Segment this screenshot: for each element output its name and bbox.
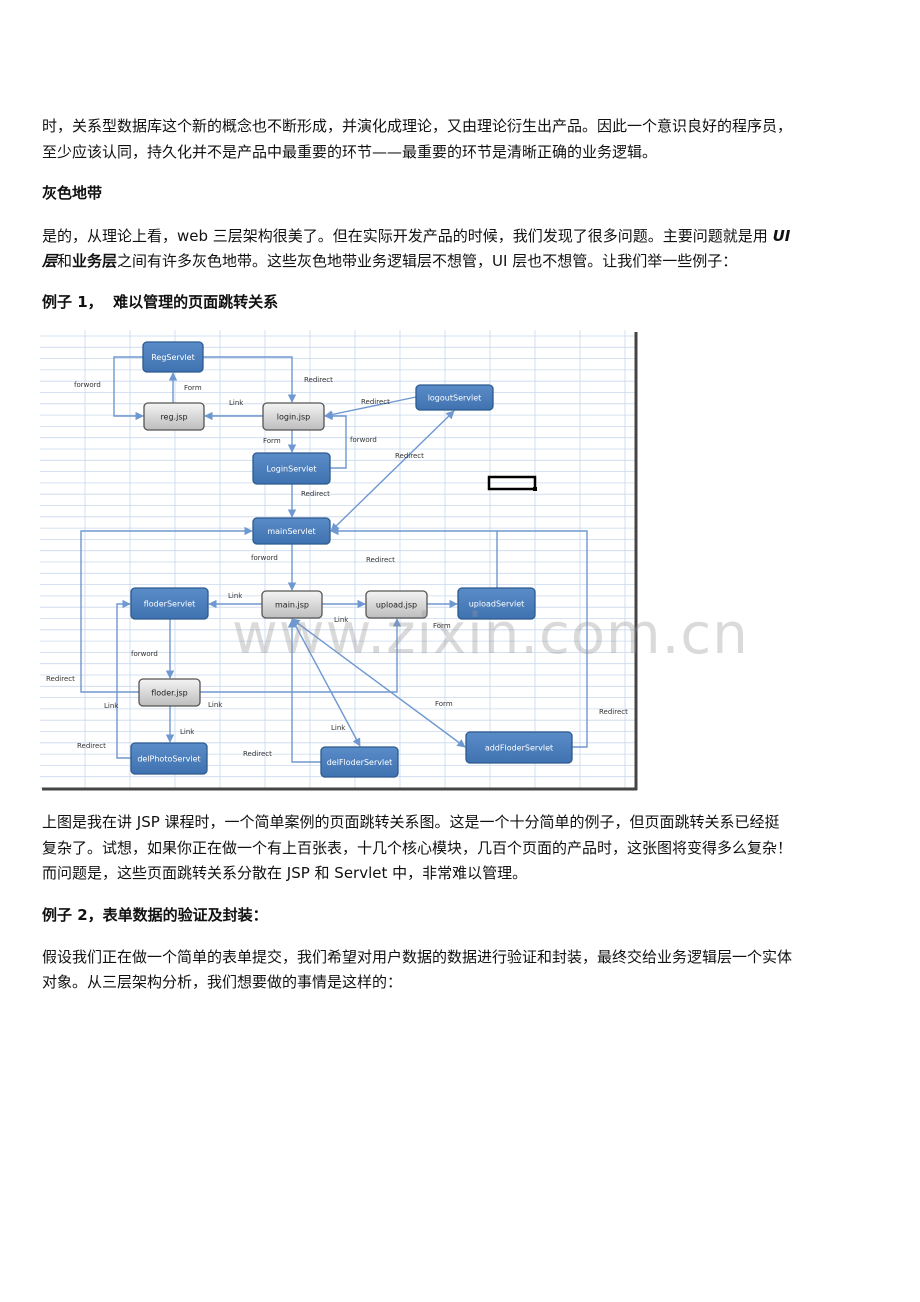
edge [291, 618, 466, 748]
heading-gray-zone: 灰色地带 [42, 184, 103, 202]
node-box [415, 384, 494, 411]
node-box [130, 742, 208, 775]
node-del-photo-servlet: delPhotoServlet [130, 742, 208, 775]
node-label: login.jsp [277, 413, 311, 422]
node-logout-servlet: logoutServlet [415, 384, 494, 411]
edge-labels: forword Form Link Redirect Redirect Form… [46, 376, 628, 758]
node-label: LoginServlet [267, 465, 317, 474]
edge-label: forword [131, 650, 158, 658]
text: 之间有许多灰色地带。这些灰色地带业务逻辑层不想管，UI 层也不想管。让我们举一些… [117, 252, 738, 270]
edge-label: forword [350, 436, 377, 444]
node-reg-jsp: reg.jsp [143, 402, 205, 431]
node-label: delPhotoServlet [137, 755, 200, 764]
edge-label: Link [331, 724, 346, 732]
node-upload-jsp: upload.jsp [365, 590, 428, 619]
edge-label: Redirect [304, 376, 333, 384]
edge [80, 526, 253, 693]
edge-label: Redirect [361, 398, 390, 406]
paragraph-1-line-2: 至少应该认同，持久化并不是产品中最重要的环节——最重要的环节是清晰正确的业务逻辑… [42, 143, 658, 161]
paragraph-1-line-1: 时，关系型数据库这个新的概念也不断形成，并演化成理论，又由理论衍生出产品。因此一… [42, 117, 793, 135]
node-label: floder.jsp [151, 689, 188, 698]
node-box [252, 452, 331, 485]
node-label: upload.jsp [376, 601, 417, 610]
edge-label: Redirect [366, 556, 395, 564]
edge-label: Redirect [301, 490, 330, 498]
node-add-floder-servlet: addFloderServlet [465, 731, 573, 764]
node-box [465, 731, 573, 764]
text: 和 [57, 252, 73, 270]
node-label: mainServlet [267, 527, 315, 536]
node-floder-servlet: floderServlet [130, 587, 209, 620]
edge-label: Redirect [77, 742, 106, 750]
cell-fill-handle [533, 487, 537, 491]
edge-label: Link [180, 728, 195, 736]
node-box [262, 402, 325, 431]
edge [330, 410, 455, 532]
node-label: reg.jsp [160, 413, 187, 422]
edge-label: Redirect [599, 708, 628, 716]
node-label: uploadServlet [469, 600, 525, 609]
paragraph-3-line-2: 复杂了。试想，如果你正在做一个有上百张表，十几个核心模块，几百个页面的产品时，这… [42, 839, 793, 857]
node-floder-jsp: floder.jsp [138, 678, 201, 707]
edge [113, 356, 144, 421]
node-reg-servlet: RegServlet [142, 341, 204, 373]
text-ui-bold: UI [772, 227, 791, 245]
node-box [252, 517, 331, 545]
watermark: www.zixin.com.cn [232, 602, 749, 667]
node-box [142, 341, 204, 373]
node-label: RegServlet [151, 353, 195, 362]
node-box [130, 587, 209, 620]
node-label: floderServlet [144, 600, 196, 609]
node-login-jsp: login.jsp [262, 402, 325, 431]
edge-label: Link [228, 592, 243, 600]
edges [80, 356, 588, 763]
paragraph-3-line-1: 上图是我在讲 JSP 课程时，一个简单案例的页面跳转关系图。这是一个十分简单的例… [42, 813, 780, 831]
edge [497, 530, 588, 748]
edge [116, 599, 131, 759]
page-flow-diagram: forword Form Link Redirect Redirect Form… [40, 330, 638, 791]
node-upload-servlet: uploadServlet [457, 587, 536, 620]
paragraph-3-line-3: 而问题是，这些页面跳转关系分散在 JSP 和 Servlet 中，非常难以管理。 [42, 864, 528, 882]
edge-label: Redirect [395, 452, 424, 460]
node-box [138, 678, 201, 707]
node-label: logoutServlet [428, 394, 482, 403]
text: 是的，从理论上看，web 三层架构很美了。但在实际开发产品的时候，我们发现了很多… [42, 227, 773, 245]
node-box [261, 590, 323, 619]
node-login-servlet: LoginServlet [252, 452, 331, 485]
diagram-background [40, 330, 636, 788]
edge-label: Link [104, 702, 119, 710]
node-box [320, 746, 399, 778]
heading-example-1: 例子 1， 难以管理的页面跳转关系 [42, 293, 279, 311]
paragraph-4-line-2: 对象。从三层架构分析，我们想要做的事情是这样的： [42, 973, 403, 991]
edge-label: Form [435, 700, 453, 708]
nodes: RegServlet reg.jsp login.jsp logoutServletL… [130, 341, 573, 778]
edge-label: forword [74, 381, 101, 389]
edge-label: Redirect [243, 750, 272, 758]
node-main-servlet: mainServlet [252, 517, 331, 545]
node-label: delFloderServlet [327, 758, 393, 767]
node-box [457, 587, 536, 620]
paragraph-4-line-1: 假设我们正在做一个简单的表单提交，我们希望对用户数据的数据进行验证和封装，最终交… [42, 948, 793, 966]
node-box [143, 402, 205, 431]
paragraph-2-line-2: 层和业务层之间有许多灰色地带。这些灰色地带业务逻辑层不想管，UI 层也不想管。让… [42, 251, 737, 271]
edge-label: Form [184, 384, 202, 392]
edge-label: Redirect [46, 675, 75, 683]
edge-label: forword [251, 554, 278, 562]
edge-label: Link [334, 616, 349, 624]
edge-label: Form [263, 437, 281, 445]
node-del-floder-servlet: delFloderServlet [320, 746, 399, 778]
edge-label: Link [229, 399, 244, 407]
node-main-jsp: main.jsp [261, 590, 323, 619]
text-layer-bold: 层 [42, 252, 58, 270]
text-business-layer-bold: 业务层 [72, 252, 118, 270]
paragraph-2-line-1: 是的，从理论上看，web 三层架构很美了。但在实际开发产品的时候，我们发现了很多… [42, 226, 790, 246]
selected-cell [487, 475, 537, 491]
node-label: addFloderServlet [485, 744, 553, 753]
node-box [365, 590, 428, 619]
node-label: main.jsp [275, 601, 309, 610]
edge-label: Form [433, 622, 451, 630]
heading-example-2: 例子 2，表单数据的验证及封装： [42, 906, 268, 924]
edge-label: Link [208, 701, 223, 709]
edge [203, 356, 297, 403]
